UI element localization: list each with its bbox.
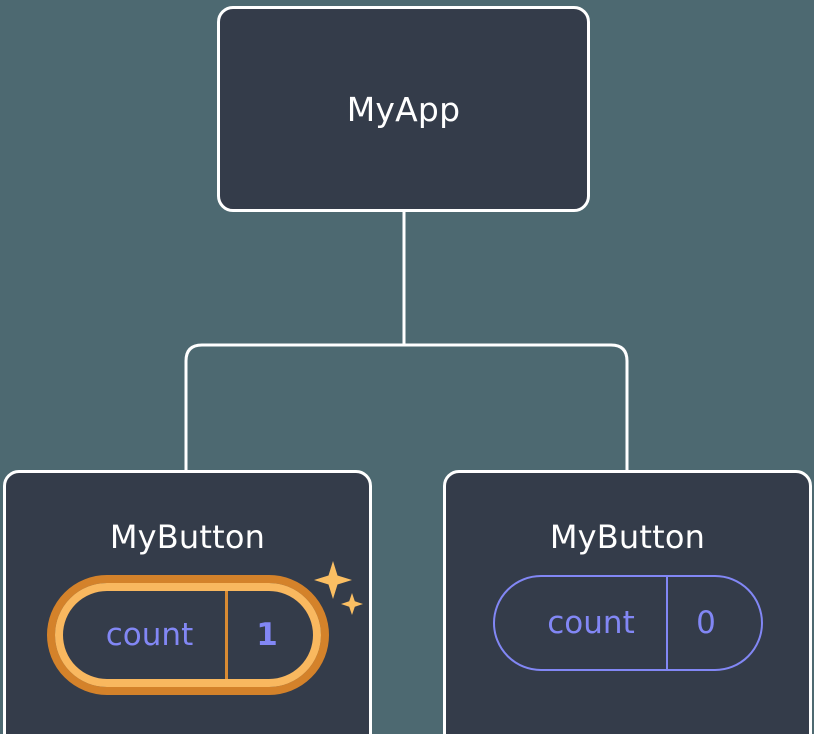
state-pill[interactable]: count 0 (492, 575, 763, 671)
state-pill-inner-ring: count 1 (54, 583, 321, 687)
state-pill-wrapper-left: count 1 (46, 561, 363, 695)
sparkle-large-icon (313, 561, 352, 599)
state-key-label: count (63, 591, 228, 679)
node-mybutton-right[interactable]: MyButton count 0 (443, 470, 812, 734)
state-pill-wrapper-right: count 0 (492, 575, 763, 671)
node-title: MyApp (346, 89, 461, 129)
sparkle-small-icon (340, 593, 363, 615)
state-value-label: 1 (256, 616, 278, 653)
node-title: MyButton (549, 518, 706, 556)
node-mybutton-left[interactable]: MyButton count 1 (3, 470, 372, 734)
state-value-label: 0 (696, 604, 716, 641)
node-myapp[interactable]: MyApp (217, 6, 590, 212)
state-key-label: count (495, 577, 668, 669)
node-title: MyButton (109, 518, 266, 556)
state-pill-highlighted[interactable]: count 1 (46, 575, 329, 695)
